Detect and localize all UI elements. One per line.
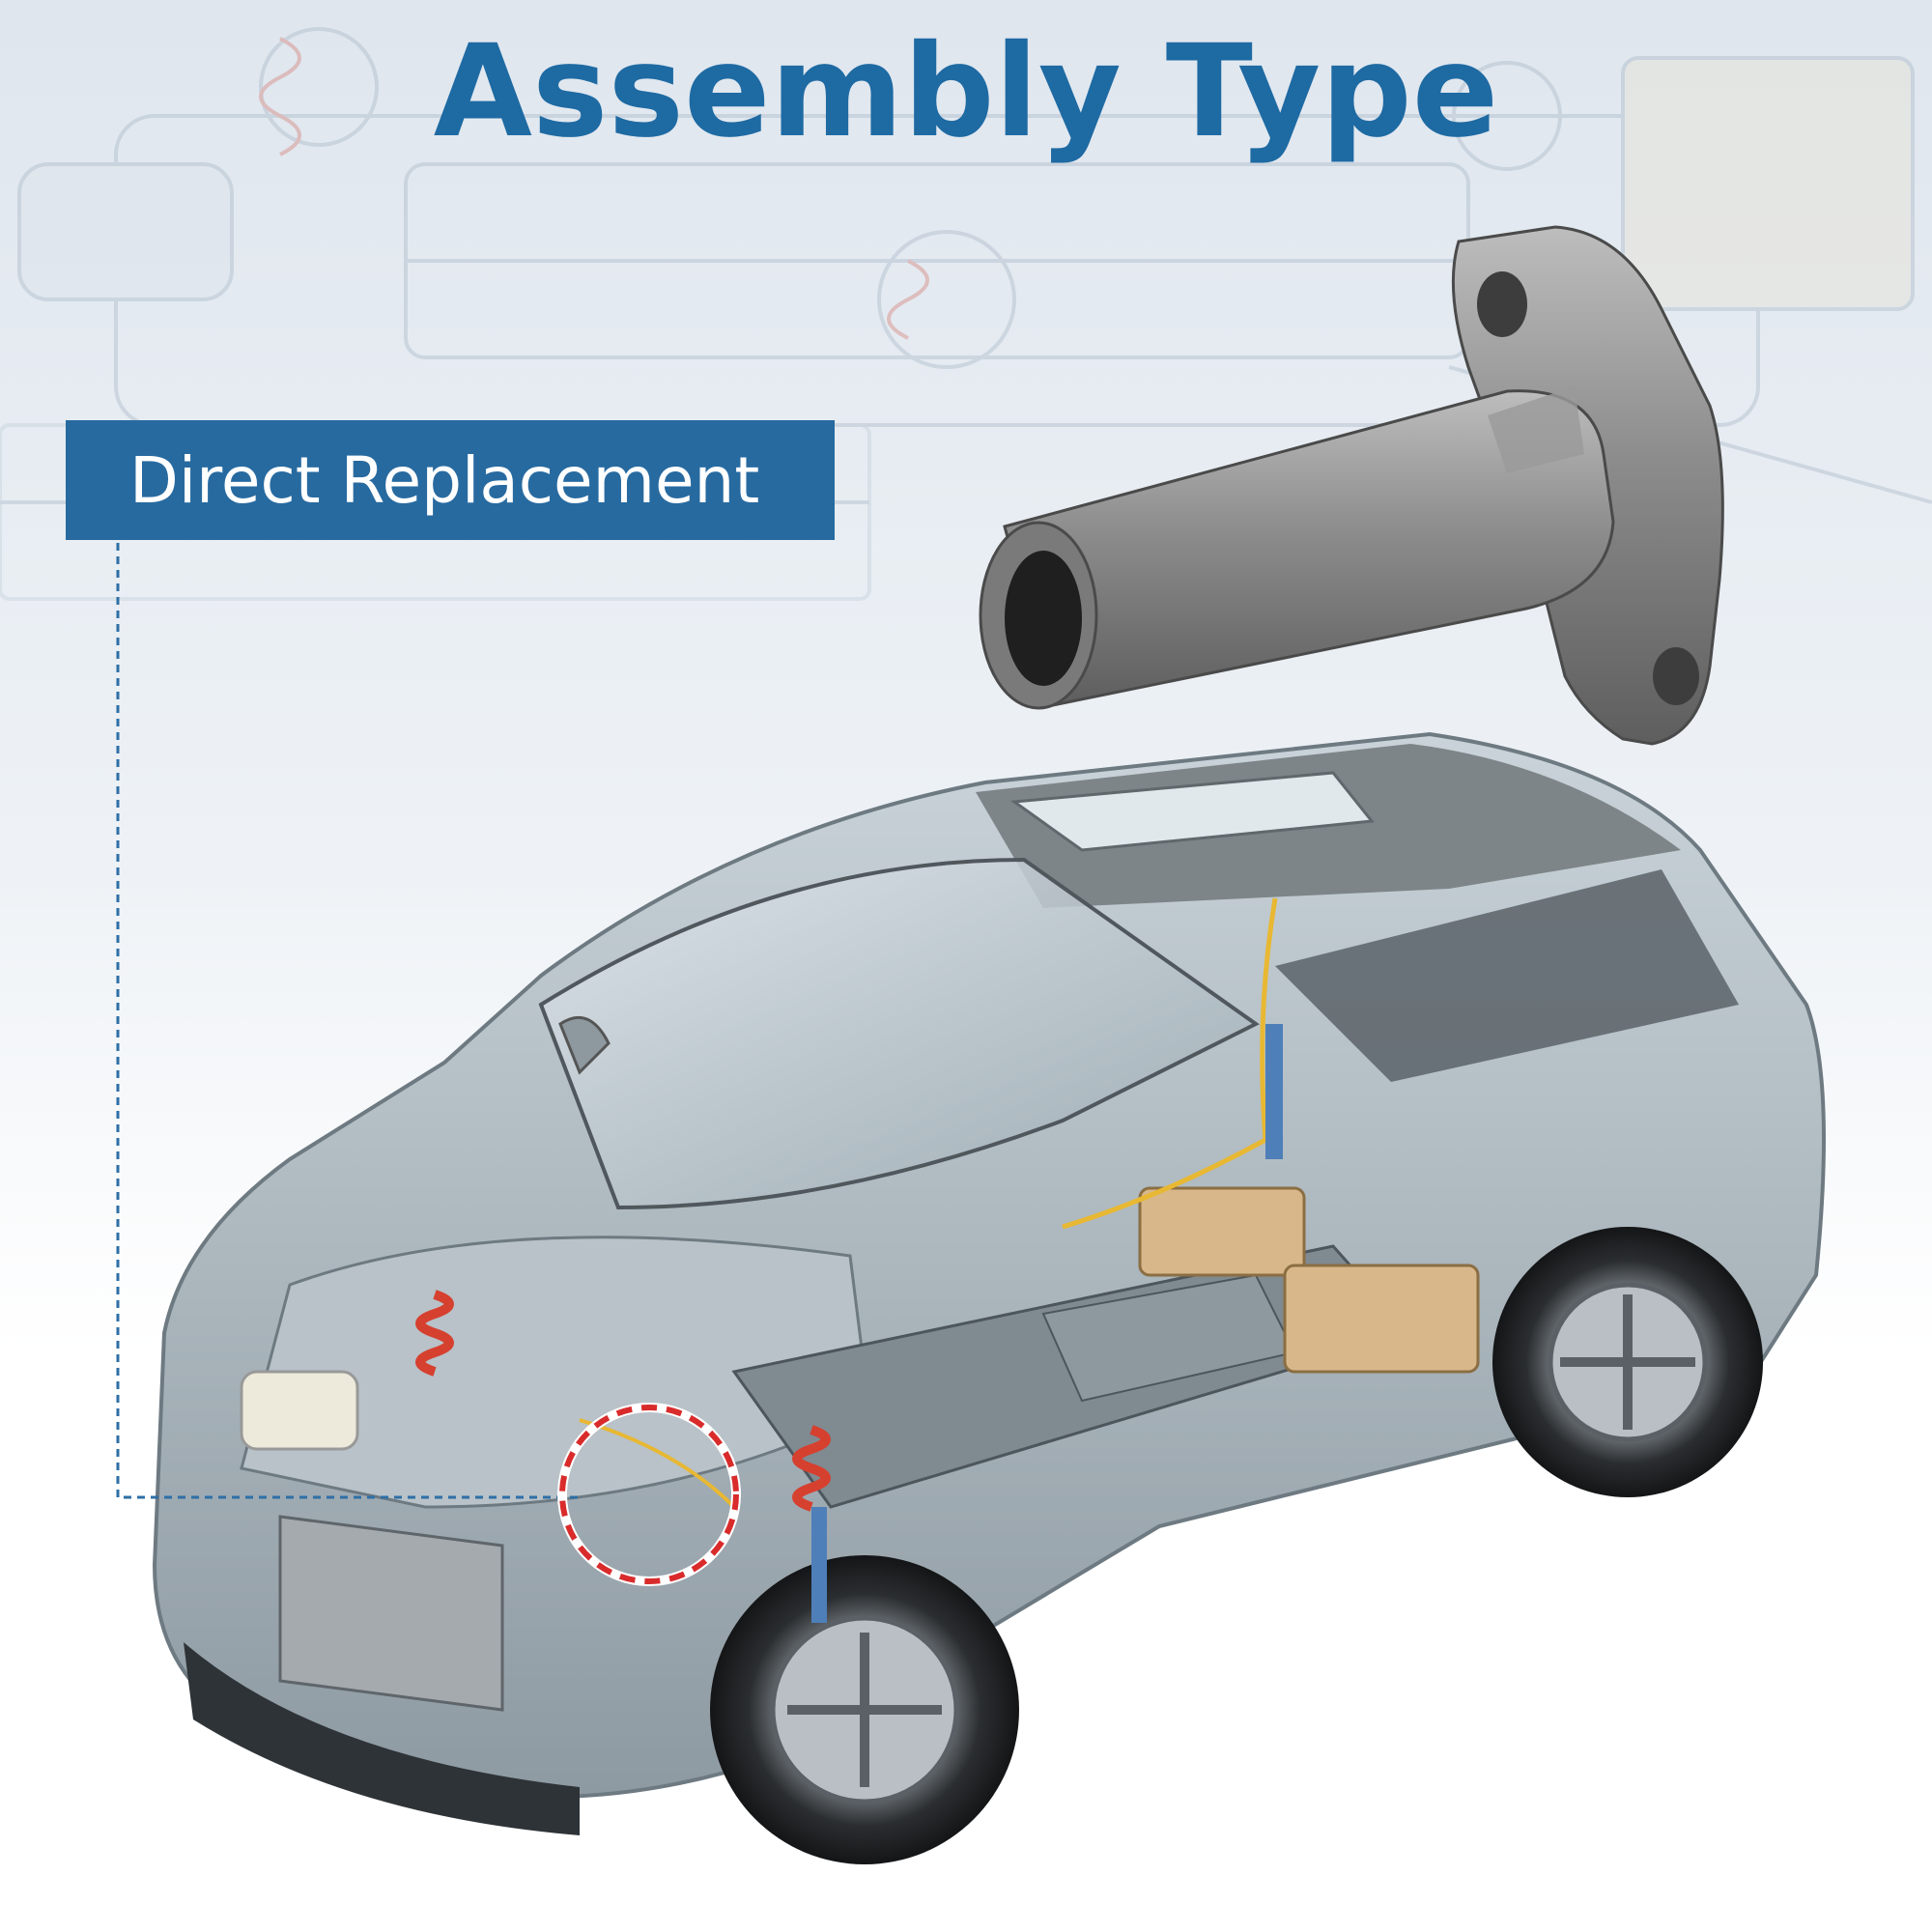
page-title: Assembly Type [434,17,1499,166]
highlight-circle [559,1405,739,1584]
label-box [66,420,835,540]
engine-coolant-pipe-icon [979,225,1724,746]
label-text: Direct Replacement [129,443,759,518]
chassis-blueprint-icon [0,27,1932,601]
leader-line [116,543,580,1499]
